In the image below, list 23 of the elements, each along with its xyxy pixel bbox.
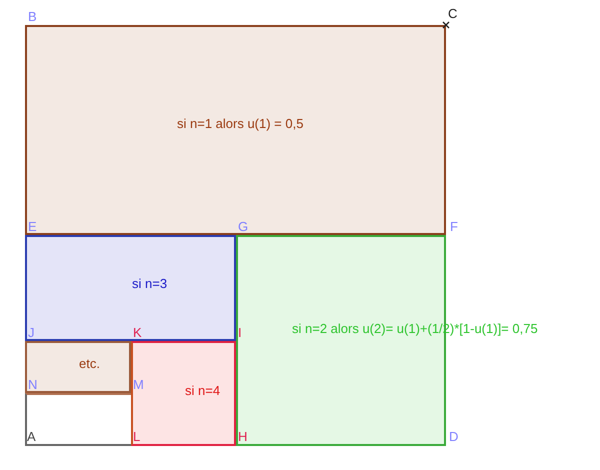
point-label: A	[27, 430, 36, 444]
shaded-rectangle	[25, 235, 236, 341]
point-label: K	[133, 326, 142, 340]
point-label: M	[133, 378, 144, 392]
point-label: I	[238, 326, 242, 340]
point-label: F	[450, 220, 458, 234]
shaded-rectangle	[131, 341, 236, 446]
point-label: G	[238, 220, 248, 234]
rectangle-label: si n=4	[185, 383, 220, 398]
point-label: D	[449, 430, 458, 444]
point-label: H	[238, 430, 248, 444]
empty-rectangle	[25, 393, 131, 446]
shaded-rectangle	[25, 25, 446, 235]
rectangle-label: etc.	[79, 356, 100, 371]
shaded-rectangle	[25, 341, 131, 393]
rectangle-label: si n=1 alors u(1) = 0,5	[177, 116, 304, 131]
point-label: L	[133, 430, 140, 444]
rectangle-label: si n=3	[132, 276, 168, 291]
point-label: N	[28, 378, 38, 392]
point-label: C	[448, 7, 458, 21]
point-label: E	[28, 220, 37, 234]
point-label: B	[28, 10, 37, 24]
point-label: J	[28, 326, 34, 340]
